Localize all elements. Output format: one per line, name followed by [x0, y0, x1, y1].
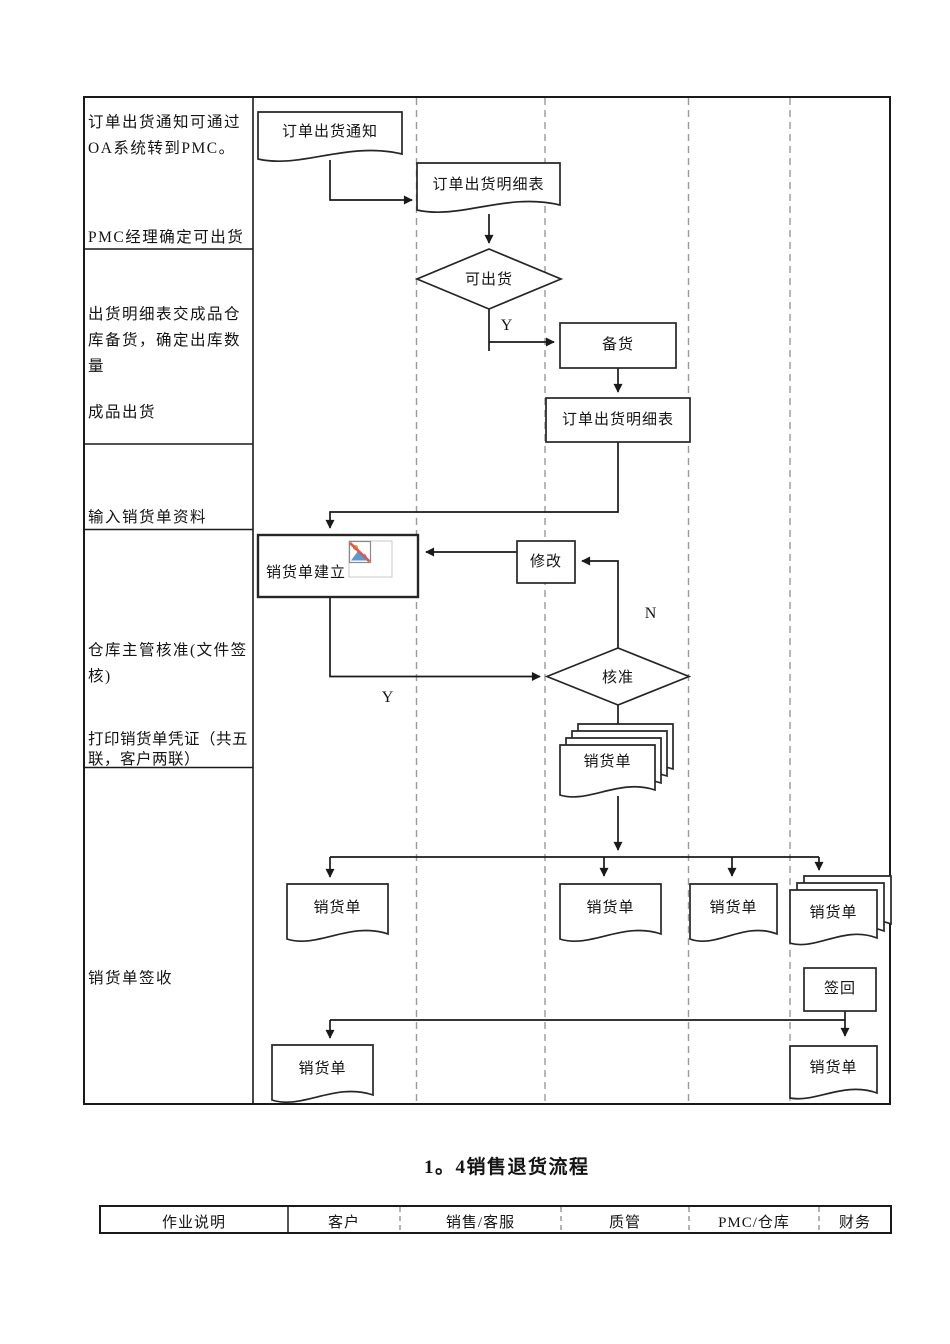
annotation-supervisor-approve: 仓库主管核准(文件签核): [88, 642, 248, 685]
doc-sales-order-finance-signed-label: 销货单: [809, 1060, 858, 1076]
doc-order-ship-notice-label: 订单出货通知: [281, 124, 378, 140]
box-modify-label: 修改: [529, 554, 562, 570]
decision-can-ship-label: 可出货: [464, 272, 513, 288]
annotation-oa-notice: 订单出货通知可通过OA系统转到PMC。: [88, 114, 242, 157]
broken-image-icon: [348, 540, 393, 578]
return-table-header-pmc-warehouse: PMC/仓库: [718, 1215, 790, 1231]
box-prepare-goods-label: 备货: [601, 337, 634, 353]
return-table-header-operation-desc: 作业说明: [161, 1215, 226, 1231]
return-table-header-sales-service: 销售/客服: [445, 1215, 516, 1231]
decision-approve-label: 核准: [601, 670, 634, 686]
doc-sales-order-customer-signed-shape: [271, 1044, 374, 1104]
connectors: [325, 160, 850, 1039]
branch-label-approve-yes: Y: [381, 689, 395, 706]
return-table-header-finance: 财务: [838, 1215, 871, 1231]
doc-order-ship-notice-shape: [257, 111, 403, 163]
doc-sales-order-customer-label: 销货单: [313, 900, 362, 916]
branch-label-approve-no: N: [644, 605, 658, 622]
box-modify-shape: [516, 540, 576, 584]
box-create-sales-order-label: 销货单建立: [266, 565, 347, 581]
doc-sales-order-warehouse-label: 销货单: [709, 900, 758, 916]
annotation-pmc-confirm: PMC经理确定可出货: [88, 229, 245, 246]
branch-label-can-ship-yes: Y: [500, 317, 514, 334]
doc-sales-order-stack-label: 销货单: [583, 754, 632, 770]
annotation-finished-goods-ship: 成品出货: [88, 404, 157, 421]
doc-sales-order-finance-signed-shape: [789, 1045, 878, 1100]
return-table-grid: [99, 1205, 892, 1234]
box-prepare-goods-shape: [559, 322, 677, 369]
flow-shapes: [256, 111, 892, 1104]
annotation-warehouse-prepare: 出货明细表交成品仓库备货，确定出库数量: [88, 306, 242, 375]
doc-order-ship-detail-label: 订单出货明细表: [432, 177, 545, 193]
doc-sales-order-warehouse-shape: [689, 883, 778, 943]
box-order-ship-detail-label: 订单出货明细表: [561, 412, 674, 428]
decision-can-ship-shape: [414, 248, 564, 310]
decision-approve-shape: [544, 647, 692, 706]
lane-divider-dashed: [415, 98, 791, 1103]
doc-order-ship-detail-shape: [416, 162, 561, 214]
annotation-print-voucher: 打印销货单凭证（共五联，客户两联）: [88, 731, 249, 768]
return-table-header-customer: 客户: [327, 1215, 360, 1231]
annotation-sales-order-signed: 销货单签收: [88, 970, 174, 987]
doc-sales-order-finance-stack-shape: [789, 875, 892, 946]
return-table-header-qc: 质管: [608, 1215, 641, 1231]
swimlane-grid: [83, 96, 891, 1105]
return-table-divider-dashed: [399, 1207, 820, 1232]
doc-sales-order-finance-label: 销货单: [809, 905, 858, 921]
annotation-enter-sales-order: 输入销货单资料: [88, 509, 208, 526]
box-order-ship-detail-shape: [545, 397, 691, 443]
section-title: 1。4销售退货流程: [424, 1157, 590, 1178]
doc-sales-order-stack-shape: [559, 723, 674, 798]
doc-sales-order-qc-shape: [559, 883, 662, 943]
doc-sales-order-qc-label: 销货单: [586, 900, 635, 916]
doc-sales-order-customer-shape: [286, 883, 389, 943]
box-sign-back-shape: [803, 967, 877, 1012]
doc-sales-order-customer-signed-label: 销货单: [298, 1061, 347, 1077]
annotation-row-separators: [84, 248, 253, 769]
box-sign-back-label: 签回: [823, 981, 856, 997]
